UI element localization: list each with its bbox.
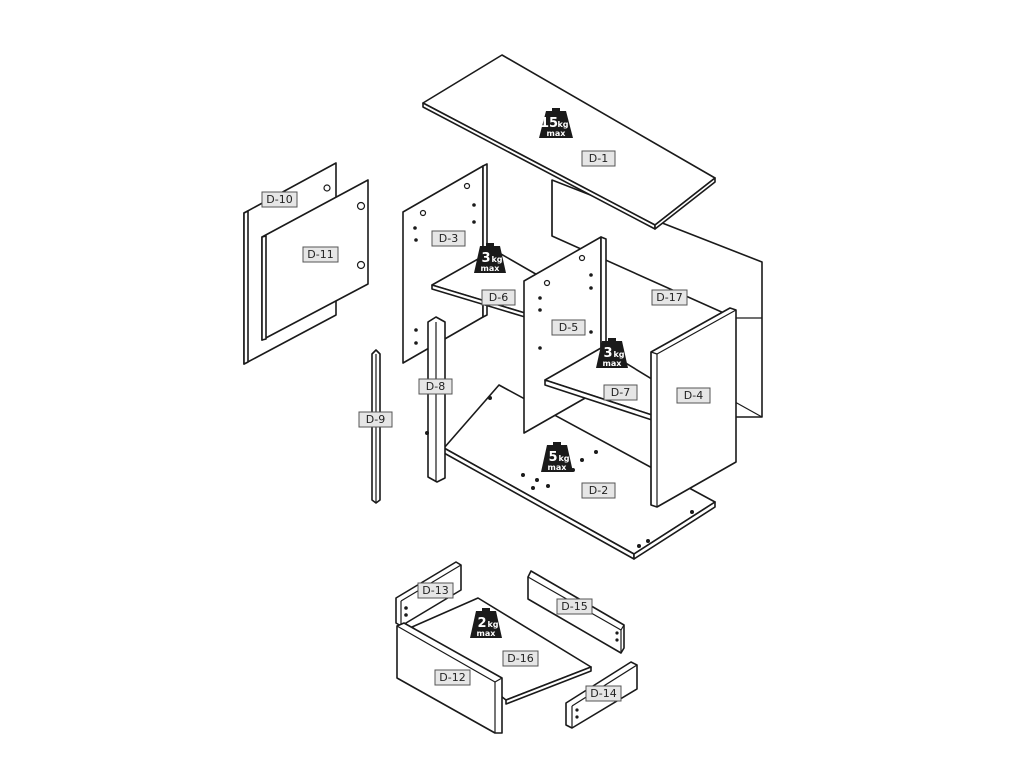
label-d2-text: D-2 [589, 484, 608, 497]
weight-bottom-note: max [548, 463, 568, 472]
label-d17-text: D-17 [656, 291, 682, 304]
weight-top-value: 15 [540, 116, 558, 131]
label-d13-text: D-13 [422, 584, 448, 597]
label-d3-text: D-3 [439, 232, 458, 245]
weight-max-shelf-left-icon: 3 kg max [474, 243, 506, 273]
weight-drawer-note: max [477, 629, 497, 638]
panel-d2-bottom [443, 384, 716, 560]
label-d7: D-7 [603, 384, 638, 401]
label-d3: D-3 [431, 230, 466, 247]
label-d6-text: D-6 [489, 291, 508, 304]
label-d7-text: D-7 [611, 386, 630, 399]
weight-shelf-right-note: max [603, 359, 623, 368]
weight-drawer-unit: kg [487, 620, 498, 629]
label-d4-text: D-4 [684, 389, 703, 402]
label-d2: D-2 [581, 482, 616, 499]
label-d16-text: D-16 [507, 652, 533, 665]
weight-shelf-left-unit: kg [491, 255, 502, 264]
label-d12-text: D-12 [439, 671, 465, 684]
weight-shelf-right-value: 3 [603, 346, 612, 361]
label-d5: D-5 [551, 319, 586, 336]
weight-shelf-left-note: max [481, 264, 501, 273]
label-d17: D-17 [651, 289, 688, 306]
label-d16: D-16 [502, 650, 539, 667]
label-d13: D-13 [417, 582, 454, 599]
label-d12: D-12 [434, 669, 471, 686]
label-d10-text: D-10 [266, 193, 292, 206]
weight-shelf-right-unit: kg [613, 350, 624, 359]
weight-bottom-unit: kg [558, 454, 569, 463]
panel-d4-side [650, 307, 737, 508]
label-d9: D-9 [358, 411, 393, 428]
weight-max-top-icon: 15 kg max [539, 108, 573, 138]
label-d8: D-8 [418, 378, 453, 395]
weight-max-drawer-icon: 2 kg max [470, 608, 502, 638]
weight-max-bottom-icon: 5 kg max [541, 442, 573, 472]
label-d4: D-4 [676, 387, 711, 404]
panel-d8-plinth [425, 316, 446, 483]
label-d9-text: D-9 [366, 413, 385, 426]
label-d11: D-11 [302, 246, 339, 263]
label-d1-text: D-1 [589, 152, 608, 165]
label-d15: D-15 [556, 598, 593, 615]
label-d11-text: D-11 [307, 248, 333, 261]
weight-max-shelf-right-icon: 3 kg max [596, 338, 628, 368]
weight-top-unit: kg [557, 120, 568, 129]
label-d8-text: D-8 [426, 380, 445, 393]
weight-drawer-value: 2 [477, 616, 486, 631]
label-d1: D-1 [581, 150, 616, 167]
label-d10: D-10 [261, 191, 298, 208]
panel-d1-top [422, 54, 716, 230]
label-d14-text: D-14 [590, 687, 616, 700]
label-d5-text: D-5 [559, 321, 578, 334]
weight-top-note: max [547, 129, 567, 138]
label-d6: D-6 [481, 289, 516, 306]
label-d15-text: D-15 [561, 600, 587, 613]
weight-shelf-left-value: 3 [481, 251, 490, 266]
weight-bottom-value: 5 [548, 450, 557, 465]
label-d14: D-14 [585, 685, 622, 702]
